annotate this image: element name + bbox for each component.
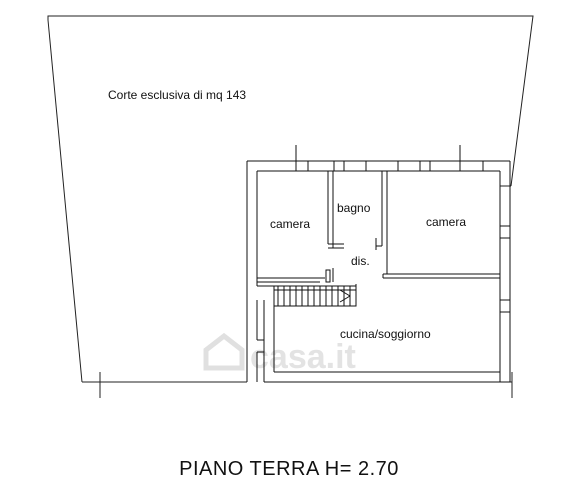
watermark: casa.it <box>203 332 356 376</box>
door-marks <box>325 238 377 283</box>
watermark-text: casa.it <box>250 338 356 376</box>
plan-title: PIANO TERRA H= 2.70 <box>179 458 399 480</box>
interior-walls <box>257 171 500 283</box>
room-label-camera-right: camera <box>426 215 466 229</box>
room-label-cucina-soggiorno: cucina/soggiorno <box>340 327 431 341</box>
courtyard-label: Corte esclusiva di mq 143 <box>108 88 246 102</box>
room-label-camera-left: camera <box>270 217 310 231</box>
window-marks <box>295 145 510 313</box>
room-label-bagno: bagno <box>337 201 371 215</box>
room-label-dis: dis. <box>351 254 370 268</box>
house-logo-icon <box>203 332 245 371</box>
staircase <box>273 284 357 307</box>
outer-walls <box>246 160 511 383</box>
